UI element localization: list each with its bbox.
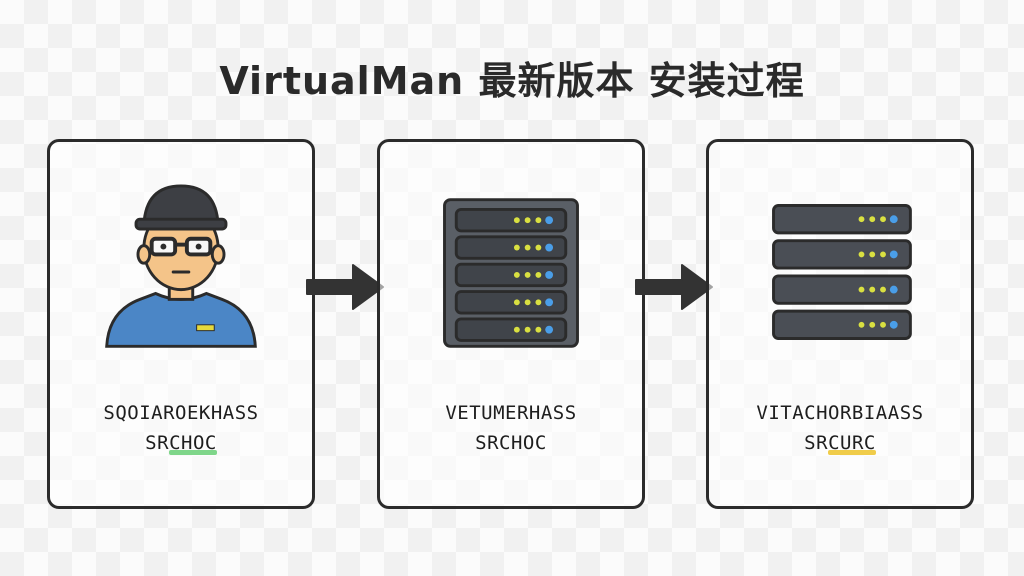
server-unit [772, 239, 912, 270]
server-stack-icon [772, 204, 912, 340]
step-sublabel: SRCHOC [145, 432, 217, 455]
step-label: SQOIAROEKHASS [103, 402, 259, 424]
server-unit [454, 262, 568, 288]
status-led [545, 271, 554, 279]
status-led [545, 216, 554, 225]
server-unit [772, 309, 912, 340]
status-led [889, 215, 898, 224]
status-led [535, 244, 542, 251]
step-label: VETUMERHASS [445, 402, 577, 424]
status-led [869, 321, 876, 328]
status-led [545, 243, 554, 252]
highlight-mark: CHOC [169, 432, 217, 455]
server-unit [772, 274, 912, 305]
server-unit [772, 204, 912, 235]
status-led [524, 299, 531, 306]
status-led [524, 244, 531, 251]
status-led [869, 216, 876, 223]
status-led [880, 216, 886, 223]
status-led [545, 325, 554, 334]
status-led [889, 285, 898, 294]
status-led [869, 251, 876, 258]
step-card-user: SQOIAROEKHASS SRCHOC [47, 139, 315, 509]
status-led [858, 216, 865, 223]
status-led [545, 298, 554, 307]
server-unit [454, 235, 568, 260]
server-unit [454, 290, 568, 315]
status-led [858, 251, 865, 258]
server-rack-icon [443, 198, 579, 348]
status-led [535, 326, 542, 333]
status-led [880, 321, 886, 328]
arrow-right-icon [635, 264, 713, 310]
step-sublabel: SRCHOC [475, 432, 547, 454]
step-card-server-rack: VETUMERHASS SRCHOC [377, 139, 645, 509]
status-led [513, 272, 520, 278]
server-unit [454, 317, 568, 342]
status-led [880, 286, 886, 293]
highlight-mark: CURC [828, 432, 876, 455]
status-led [869, 286, 876, 293]
status-led [880, 251, 886, 258]
server-unit [454, 207, 568, 233]
status-led [535, 272, 542, 278]
status-led [513, 299, 520, 306]
status-led [513, 244, 520, 251]
status-led [858, 286, 865, 293]
step-card-server-stack: VITACHORBIAASS SRCURC [706, 139, 974, 509]
step-sublabel: SRCURC [804, 432, 876, 455]
step-label: VITACHORBIAASS [756, 402, 924, 424]
status-led [889, 320, 898, 329]
status-led [535, 299, 542, 306]
arrow-right-icon [306, 264, 384, 310]
status-led [524, 217, 531, 224]
status-led [513, 326, 520, 333]
status-led [524, 326, 531, 333]
status-led [858, 321, 865, 328]
status-led [889, 250, 898, 259]
page-title: VirtualMan 最新版本 安装过程 [219, 59, 805, 103]
status-led [513, 217, 520, 224]
status-led [535, 217, 542, 224]
status-led [524, 272, 531, 278]
user-avatar-icon [105, 184, 257, 348]
